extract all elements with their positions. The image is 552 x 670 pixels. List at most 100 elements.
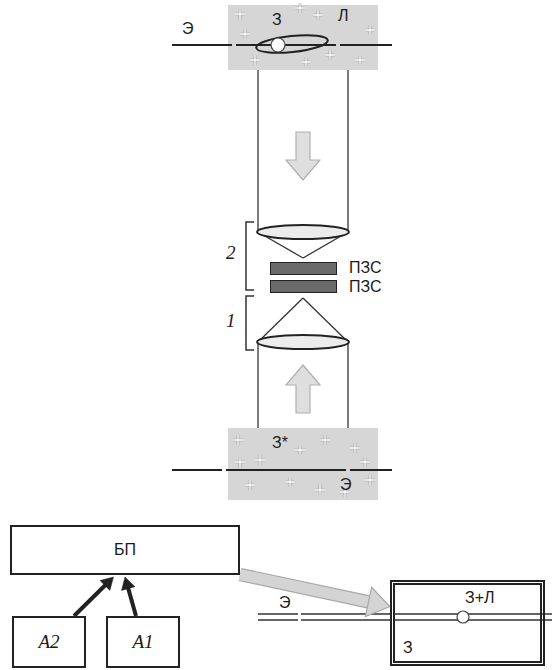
star: [235, 9, 245, 19]
node-text: З*: [272, 434, 288, 451]
bracket: [246, 222, 254, 290]
star: [245, 480, 255, 490]
arrow-shaft: [128, 588, 136, 616]
star: [295, 445, 305, 455]
star: [320, 435, 330, 445]
power-arrow: [74, 577, 113, 616]
star-field: [233, 3, 375, 497]
text-holder: ПЗС: [349, 278, 382, 296]
arrow-shaft: [240, 575, 369, 603]
block-arrow: [240, 575, 390, 617]
star: [315, 485, 325, 495]
sky-region: [228, 5, 378, 70]
star: [315, 485, 325, 495]
star: [285, 477, 295, 487]
beam: [257, 70, 258, 232]
star: [295, 3, 305, 13]
star: [250, 55, 260, 65]
star: [325, 50, 335, 60]
node-text: БП: [114, 541, 136, 558]
star: [301, 57, 311, 67]
lens: [257, 225, 349, 239]
star: [240, 29, 250, 39]
text-holder: З+Л: [465, 589, 495, 607]
star: [365, 25, 375, 35]
star: [301, 57, 311, 67]
star: [360, 457, 370, 467]
star: [365, 475, 375, 485]
star: [235, 457, 245, 467]
sky-region: З*: [228, 428, 378, 500]
plane-label: Э: [340, 476, 352, 494]
arrow-shaft-outline: [240, 575, 368, 602]
text-holder: З: [403, 639, 413, 657]
moon-orbit: [255, 32, 328, 55]
bracket: [246, 296, 254, 350]
text-holder: БП: [114, 541, 136, 559]
star: [360, 457, 370, 467]
node-text: ПЗС: [349, 259, 382, 276]
text-holder: Л: [338, 7, 349, 25]
star: [233, 435, 243, 445]
star: [313, 10, 323, 20]
node-text: З: [272, 11, 282, 28]
earth-symbol: [271, 38, 285, 52]
star: [350, 443, 360, 453]
node-text: З+Л: [465, 589, 495, 606]
arrow-head: [365, 587, 390, 616]
node-text: Л: [338, 7, 349, 24]
star: [295, 445, 305, 455]
star: [255, 455, 265, 465]
arrow-head: [122, 577, 135, 590]
callout-number: 1: [226, 312, 236, 330]
ecliptic-line: [172, 469, 392, 471]
arrow-shaft: [74, 585, 106, 616]
star: [235, 9, 245, 19]
text-holder: A2: [38, 633, 59, 652]
star: [250, 55, 260, 65]
unit-box: A1: [106, 616, 180, 668]
ccd-sensor: ПЗС: [270, 262, 337, 275]
text-holder: З: [272, 11, 282, 29]
callout-number: 2: [226, 244, 236, 262]
star: [245, 480, 255, 490]
power-block: БП: [10, 525, 240, 575]
arrow-head: [100, 577, 113, 590]
sky-region: ЗЛ: [228, 5, 378, 70]
beam: [347, 70, 348, 232]
node-text: З: [403, 639, 413, 656]
ccd-sensor: ПЗС: [270, 280, 337, 293]
ecliptic-line: [258, 613, 552, 614]
node-text: A2: [38, 631, 59, 652]
star: [255, 455, 265, 465]
star: [233, 435, 243, 445]
beam: [257, 342, 258, 428]
star: [235, 457, 245, 467]
beam: [347, 342, 348, 428]
ecliptic-line: [258, 619, 552, 620]
light-arrow: [286, 132, 320, 180]
lens: [257, 335, 349, 349]
star: [355, 55, 365, 65]
earth-symbol: [457, 611, 469, 623]
power-arrow: [122, 577, 136, 616]
text-holder: A1: [132, 633, 153, 652]
node-text: A1: [132, 631, 153, 652]
text-holder: З*: [272, 434, 288, 452]
star: [295, 3, 305, 13]
star: [325, 50, 335, 60]
star: [365, 25, 375, 35]
light-arrow: [286, 365, 320, 413]
star: [355, 55, 365, 65]
sky-region: [228, 428, 378, 500]
star: [285, 477, 295, 487]
star: [350, 443, 360, 453]
display-box: З+Л З: [390, 580, 545, 666]
plane-label: Э: [182, 20, 194, 38]
star: [313, 10, 323, 20]
plane-label: Э: [279, 594, 291, 612]
unit-box: A2: [12, 616, 86, 668]
star: [320, 435, 330, 445]
text-holder: ПЗС: [349, 259, 382, 277]
star: [365, 475, 375, 485]
